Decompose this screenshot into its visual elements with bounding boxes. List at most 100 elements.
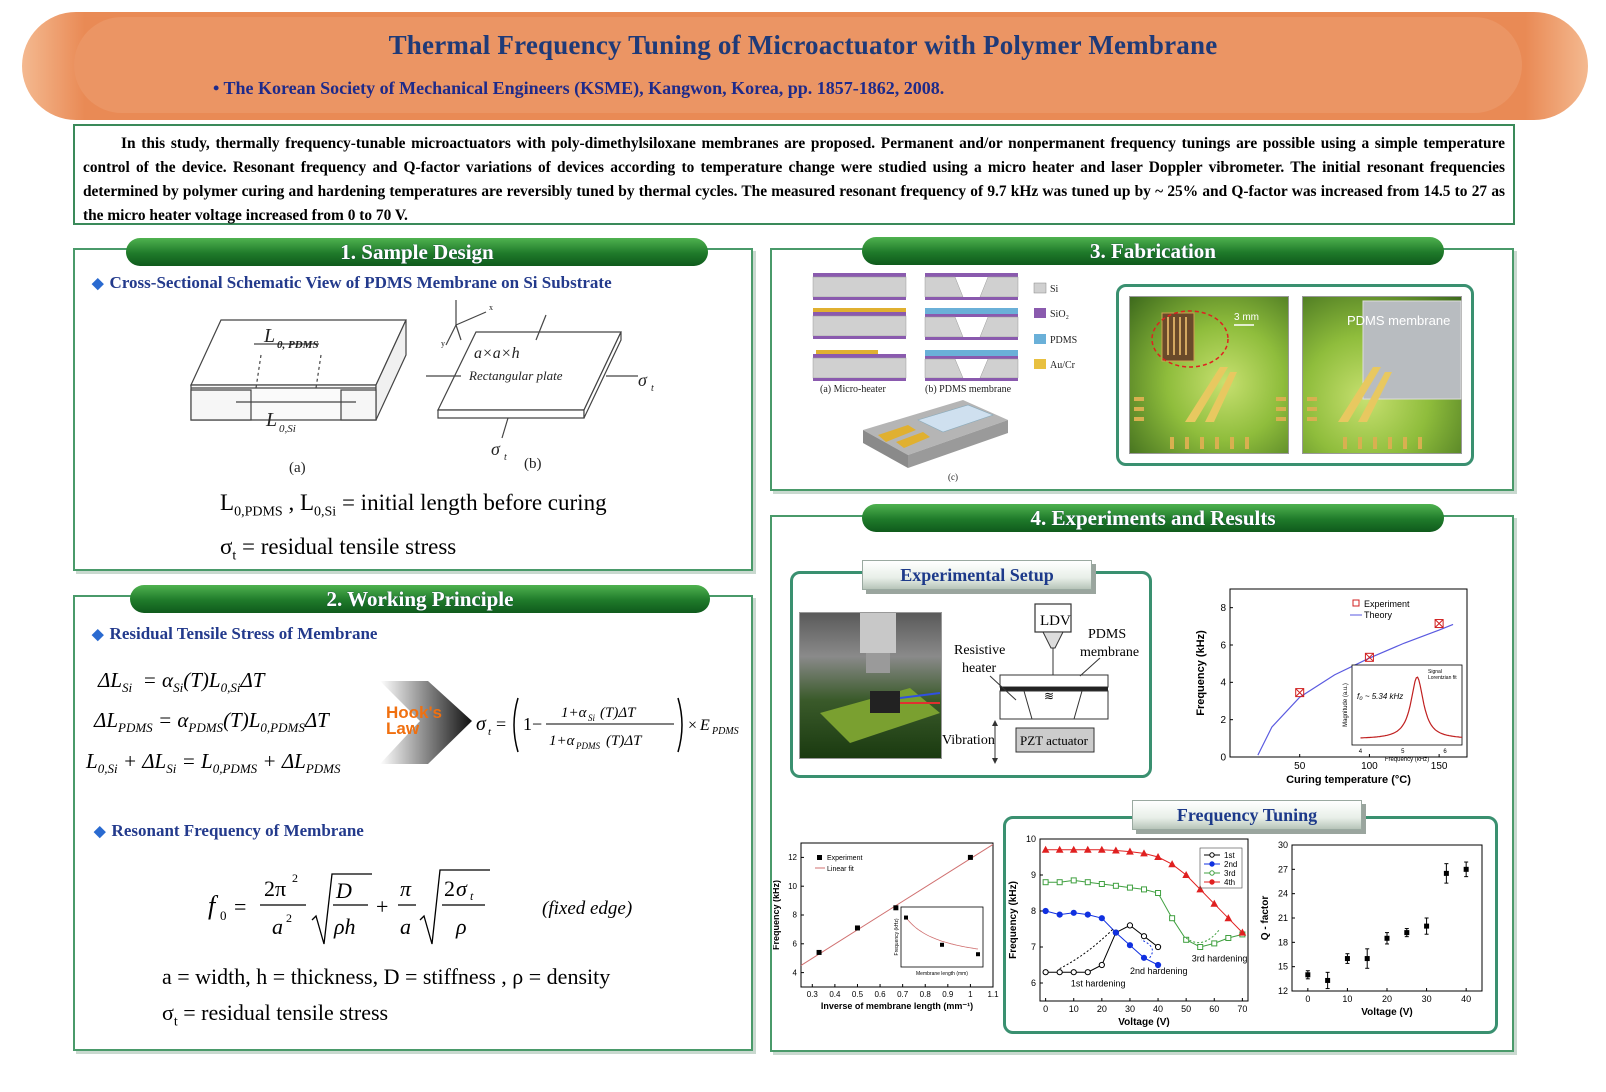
- y-tick-label: 7: [1031, 942, 1036, 952]
- svg-text:(b): (b): [524, 456, 542, 472]
- svg-text:Rectangular plate: Rectangular plate: [468, 368, 563, 383]
- inset-annotation: f₀ ~ 5.34 kHz: [1357, 692, 1403, 701]
- svg-text:t: t: [488, 726, 492, 738]
- x-axis-label: Voltage (V): [1118, 1017, 1169, 1028]
- y-tick-label: 30: [1278, 840, 1288, 850]
- svg-text:PDMS: PDMS: [1050, 335, 1077, 346]
- svg-text:PZT actuator: PZT actuator: [1020, 733, 1089, 748]
- svg-text:2: 2: [292, 871, 298, 885]
- svg-text:2: 2: [286, 911, 292, 925]
- y-tick-label: 24: [1278, 889, 1288, 899]
- inset-x-tick: 6: [1443, 749, 1447, 755]
- y-tick-label: 6: [1031, 978, 1036, 988]
- legend-experiment-marker: [1352, 599, 1360, 607]
- x-tick-label: 0.3: [807, 990, 819, 999]
- svg-text:Vibration: Vibration: [942, 733, 995, 748]
- y-tick-label: 4: [1220, 678, 1226, 689]
- point-3rd: [1141, 886, 1147, 893]
- svg-text:σ: σ: [638, 370, 648, 390]
- schematic-b: [426, 300, 638, 439]
- y-tick-label: 10: [1026, 834, 1036, 844]
- eq-delta-l-pdms: ΔLPDMS = αPDMS(T)L0,PDMSΔT: [94, 708, 329, 736]
- svg-text:σ: σ: [456, 876, 468, 901]
- x-tick-label: 0.5: [852, 990, 864, 999]
- point-4th: [1126, 847, 1134, 855]
- x-axis-label: Inverse of membrane length (mm⁻¹): [821, 1001, 973, 1011]
- inset-x-tick: 4: [1359, 749, 1363, 755]
- svg-text:(a): (a): [289, 460, 306, 476]
- x-tick-label: 1.1: [987, 990, 999, 999]
- x-tick-label: 30: [1422, 994, 1432, 1004]
- inset-y-label: Frequency (kHz): [894, 918, 900, 955]
- panel-working-principle: [73, 595, 753, 1051]
- point-4th: [1112, 846, 1120, 854]
- x-tick-label: 100: [1361, 761, 1378, 772]
- hardening-arrow-2: [1140, 939, 1153, 959]
- experiment-point: [1295, 688, 1305, 698]
- inset-point: [904, 915, 908, 920]
- experiment-point: [967, 854, 973, 860]
- point-4th: [1182, 870, 1191, 878]
- point-3rd: [1211, 940, 1218, 947]
- poster-citation: • The Korean Society of Mechanical Engin…: [213, 78, 945, 98]
- x-tick-label: 10: [1342, 994, 1352, 1004]
- svg-text:σ: σ: [491, 439, 501, 459]
- x-tick-label: 0: [1043, 1004, 1048, 1014]
- diamond-icon: ◆: [92, 276, 104, 292]
- hardening-arrow-1: [1059, 928, 1114, 970]
- svg-text:PDMS membrane: PDMS membrane: [1347, 313, 1450, 328]
- legend-frame: [1199, 847, 1243, 889]
- point-3rd: [1183, 936, 1190, 943]
- point-3rd: [1056, 879, 1063, 886]
- point-1st: [1070, 969, 1077, 976]
- svg-text:PDMS: PDMS: [575, 741, 600, 751]
- variable-legend: a = width, h = thickness, D = stiffness …: [162, 964, 611, 989]
- x-axis-label: Voltage (V): [1361, 1007, 1412, 1018]
- inset-curve: [905, 917, 979, 950]
- legend-marker-2nd: [1209, 861, 1215, 867]
- svg-text:D: D: [335, 878, 352, 903]
- svg-text:t: t: [504, 452, 507, 463]
- x-tick-label: 10: [1069, 1004, 1079, 1014]
- inset-point: [940, 942, 944, 947]
- svg-text:2: 2: [444, 876, 455, 901]
- y-tick-label: 6: [1220, 640, 1226, 651]
- q-factor-point: [1344, 956, 1350, 962]
- y-tick-label: 9: [1031, 870, 1036, 880]
- y-tick-label: 8: [793, 911, 798, 920]
- svg-text:y: y: [441, 339, 445, 348]
- y-axis-label: Frequency (kHz): [773, 880, 781, 950]
- inset-point: [976, 952, 980, 957]
- legend-label-1st: 1st: [1224, 851, 1235, 860]
- fixed-edge-note: (fixed edge): [542, 898, 633, 919]
- x-tick-label: 0: [1305, 994, 1310, 1004]
- y-axis-label: Frequency (kHz): [1008, 881, 1019, 959]
- experiment-point-cross: [1365, 652, 1374, 662]
- linear-fit-line: [800, 844, 994, 966]
- annotation-1st-hardening: 1st hardening: [1071, 979, 1126, 989]
- device-photo-membrane: PDMS membrane: [1302, 296, 1462, 454]
- svg-text:x: x: [489, 303, 493, 312]
- q-factor-point: [1364, 956, 1370, 962]
- point-1st: [1084, 969, 1091, 976]
- point-4th: [1238, 928, 1247, 936]
- point-4th: [1083, 845, 1092, 853]
- point-2nd: [1112, 929, 1119, 936]
- svg-text:Si: Si: [1050, 284, 1059, 295]
- setup-title: Experimental Setup: [862, 560, 1092, 590]
- device-photo-heater: 3 mm: [1129, 296, 1289, 454]
- svg-text:a: a: [272, 914, 283, 939]
- eq-stress: σ t = 1− 1+α Si (T)ΔT 1+α PDMS (T)ΔT × E…: [476, 697, 739, 753]
- svg-text:(T)ΔT: (T)ΔT: [606, 733, 643, 749]
- legend-label-2nd: 2nd: [1224, 860, 1237, 869]
- point-2nd: [1056, 911, 1063, 918]
- svg-text:π: π: [400, 876, 412, 901]
- svg-text:σ: σ: [476, 713, 487, 735]
- svg-text:(a) Micro-heater: (a) Micro-heater: [820, 384, 886, 395]
- x-tick-label: 50: [1294, 761, 1306, 772]
- x-axis-label: Curing temperature (°C): [1286, 774, 1411, 786]
- svg-text:PDMS: PDMS: [1088, 627, 1126, 642]
